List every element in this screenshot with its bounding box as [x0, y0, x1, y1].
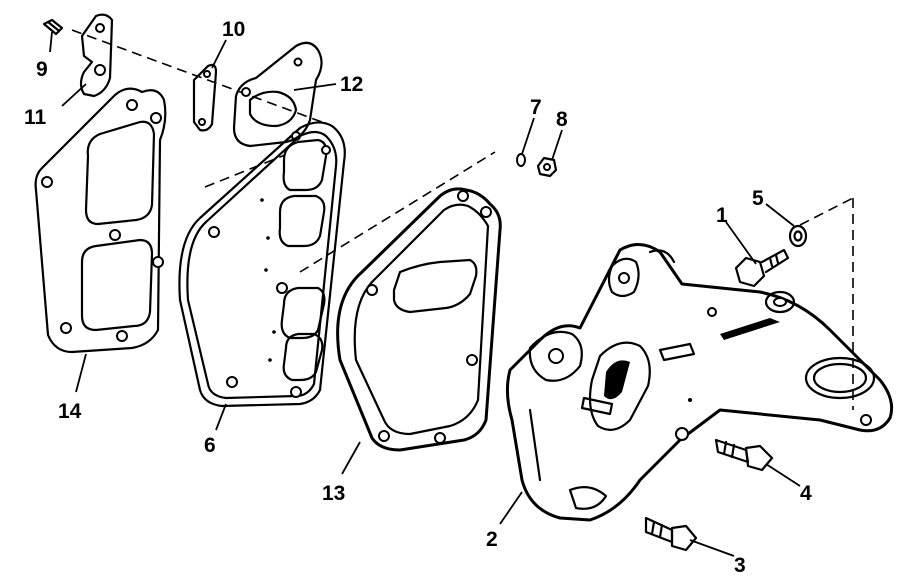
callout-14: 14 [58, 400, 82, 423]
alignment-lines [71, 29, 854, 410]
nut-8 [536, 156, 558, 178]
plate-6 [178, 121, 346, 408]
callout-labels: 9 11 10 12 7 8 1 5 14 6 13 2 4 3 [24, 18, 812, 577]
callout-3: 3 [734, 554, 746, 577]
washer-5 [788, 224, 808, 248]
callout-12: 12 [340, 73, 363, 96]
callout-7: 7 [530, 96, 542, 119]
strip-10 [192, 63, 218, 132]
callout-2: 2 [486, 528, 498, 551]
callout-9: 9 [36, 58, 48, 81]
callout-10: 10 [222, 18, 245, 41]
bolt-4 [714, 438, 774, 472]
bracket-11 [79, 13, 114, 98]
bolt-3 [644, 516, 698, 552]
callout-13: 13 [322, 482, 345, 505]
leader-lines [49, 31, 801, 557]
gasket-12 [232, 41, 323, 148]
housing-2 [505, 243, 894, 522]
callout-8: 8 [556, 108, 568, 131]
callout-4: 4 [800, 482, 812, 505]
gasket-14 [34, 87, 167, 354]
bolt-1 [734, 248, 790, 288]
screw-9 [42, 18, 64, 36]
callout-5: 5 [752, 187, 764, 210]
gasket-13 [336, 187, 502, 452]
callout-11: 11 [24, 106, 47, 129]
callout-6: 6 [204, 434, 216, 457]
washer-7 [516, 153, 526, 167]
callout-1: 1 [716, 204, 728, 227]
